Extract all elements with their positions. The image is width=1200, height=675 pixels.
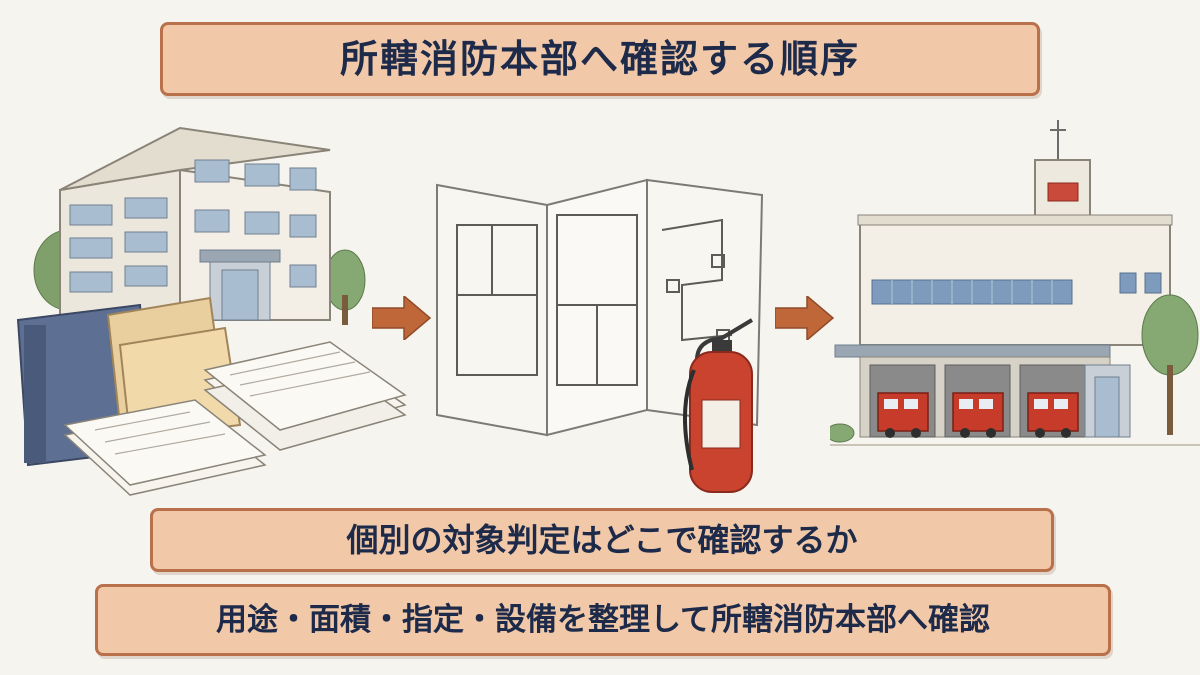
question-banner: 個別の対象判定はどこで確認するか [150, 508, 1054, 572]
floor-plan-with-fire-extinguisher-icon [436, 178, 764, 493]
right-arrow-icon [775, 296, 835, 340]
fire-station-icon [830, 120, 1200, 446]
answer-banner: 用途・面積・指定・設備を整理して所轄消防本部へ確認 [95, 584, 1111, 656]
right-arrow-icon [372, 296, 432, 340]
page-title: 所轄消防本部へ確認する順序 [160, 22, 1040, 96]
office-building-with-documents-icon [16, 126, 407, 496]
